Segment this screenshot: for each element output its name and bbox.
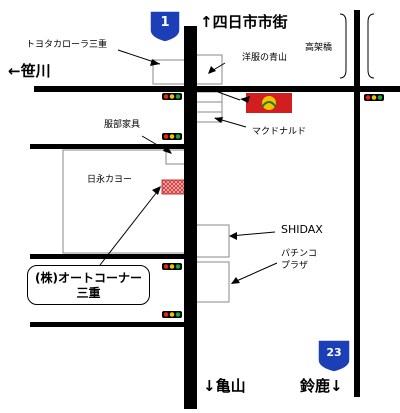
arrow-head [214,117,223,123]
north-cross-road [34,86,400,92]
shidax-building [195,224,230,258]
direction-south-right: 鈴鹿↓ [300,377,343,395]
destination-marker [161,179,187,195]
label-mcdonalds: マクドナルド [252,127,307,137]
arrow-head [150,59,160,66]
building-block [195,91,223,103]
arrow-head [231,277,240,284]
traffic-signal [162,311,182,318]
direction-south-left: ↓亀山 [203,377,246,395]
label-pachinko-line2: プラザ [281,261,309,271]
direction-north: ↑四日市市街 [200,13,288,31]
route-23-number: 23 [326,346,342,359]
arrow-head [240,96,250,103]
route-23-shield [317,339,351,373]
arrow-head [208,66,216,74]
destination-callout: (株)オートコーナー 三重 [27,265,150,305]
traffic-signal [162,263,182,270]
label-clothing-store: 洋服の青山 [242,53,288,63]
label-toyota: トヨタカローラ三重 [26,40,108,50]
mcdonalds-logo [246,93,292,113]
label-shidax: SHIDAX [281,223,323,236]
building-block [195,101,223,113]
elevated-bracket-right [367,13,375,79]
traffic-signal [162,133,182,140]
destination-name: (株)オートコーナー [35,271,142,285]
traffic-signal [364,94,384,101]
east-road [354,10,360,397]
clothing-store-building [195,54,223,85]
destination-name-line2: 三重 [76,286,101,300]
arrow-head [229,232,237,240]
arrow-head [163,145,172,154]
main-road [184,26,197,409]
label-pachinko-line1: パチンコ [281,249,318,259]
arrow-head [152,186,161,195]
label-elevated-bridge: 高架橋 [305,43,333,53]
pachinko-building [195,261,230,303]
direction-west: ←笹川 [8,62,51,80]
nichiei-building [62,149,187,254]
route-1-number: 1 [160,15,170,30]
south-side-road [30,322,184,327]
traffic-signal [162,93,182,100]
furniture-side-road [30,144,184,149]
route-1-shield [149,10,181,43]
elevated-bracket-left [339,13,347,79]
label-nichiei: 日永カヨー [87,175,133,185]
label-furniture: 服部家具 [104,120,141,130]
